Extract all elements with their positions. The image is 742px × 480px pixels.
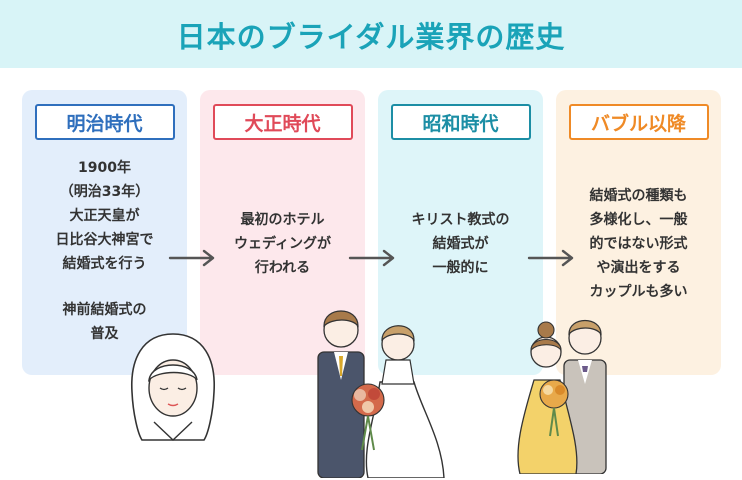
era-desc-line: 最初のホテル — [240, 212, 325, 228]
title-banner: 日本のブライダル業界の歴史 — [0, 0, 742, 68]
era-desc-showa: キリスト教式の 結婚式が 一般的に — [378, 208, 543, 280]
era-desc-line: 日比谷大神宮で — [55, 232, 154, 248]
western-wedding-couple-illustration — [317, 310, 445, 478]
era-desc-line: カップルも多い — [589, 284, 688, 300]
era-desc-line: 結婚式を行う — [62, 256, 147, 272]
era-desc-spacer — [22, 276, 187, 298]
era-desc-line: 的ではない形式 — [589, 236, 688, 252]
era-desc-line: 大正天皇が — [69, 208, 140, 224]
era-label-showa: 昭和時代 — [390, 104, 531, 140]
right-arrow-icon — [527, 249, 574, 267]
era-card-meiji: 明治時代 1900年 （明治33年） 大正天皇が 日比谷大神宮で 結婚式を行う … — [22, 90, 187, 375]
era-desc-line: 結婚式の種類も — [589, 188, 688, 204]
era-desc-line: 結婚式が — [432, 236, 489, 252]
era-desc-meiji: 1900年 （明治33年） 大正天皇が 日比谷大神宮で 結婚式を行う 神前結婚式… — [22, 156, 187, 346]
era-desc-line: （明治33年） — [59, 184, 150, 200]
right-arrow-icon — [348, 249, 395, 267]
era-desc-line: キリスト教式の — [411, 212, 510, 228]
era-desc-line: 行われる — [254, 260, 311, 276]
era-desc-line: 多様化し、一般 — [589, 212, 688, 228]
era-desc-post-bubble: 結婚式の種類も 多様化し、一般 的ではない形式 や演出をする カップルも多い — [556, 184, 721, 304]
era-desc-line: 神前結婚式の — [62, 302, 147, 318]
era-desc-line: 1900年 — [78, 160, 131, 176]
era-card-showa: 昭和時代 キリスト教式の 結婚式が 一般的に — [378, 90, 543, 375]
era-desc-line: ウェディングが — [233, 236, 332, 252]
era-label-taisho: 大正時代 — [212, 104, 353, 140]
page-title: 日本のブライダル業界の歴史 — [176, 20, 566, 54]
era-label-meiji: 明治時代 — [34, 104, 175, 140]
era-desc-taisho: 最初のホテル ウェディングが 行われる — [200, 208, 365, 280]
era-label-post-bubble: バブル以降 — [568, 104, 709, 140]
era-desc-line: や演出をする — [596, 260, 681, 276]
yellow-dress-couple-illustration — [517, 320, 607, 474]
right-arrow-icon — [168, 249, 215, 267]
era-desc-line: 一般的に — [432, 260, 489, 276]
era-desc-line: 普及 — [90, 326, 119, 342]
bride-in-hood-illustration — [131, 333, 215, 441]
